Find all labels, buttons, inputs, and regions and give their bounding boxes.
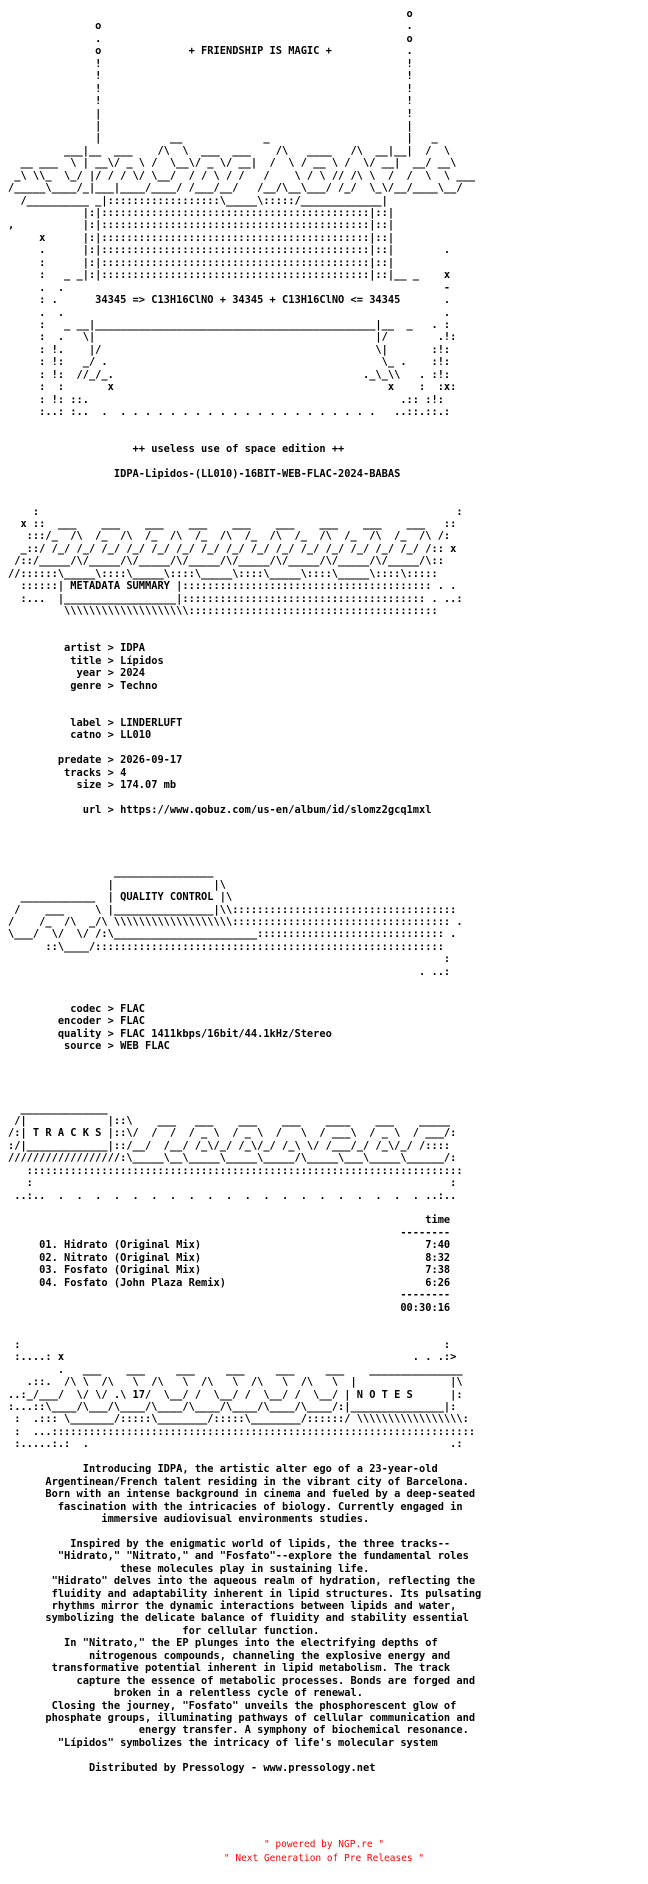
- nfo-text: o o . . o o + FRIENDSHIP IS MAGIC + .: [8, 8, 482, 1826]
- footer-powered-by: " powered by NGP.re ": [263, 1839, 385, 1850]
- footer-tagline: " Next Generation of Pre Releases ": [223, 1853, 425, 1864]
- footer: " powered by NGP.re " " Next Generation …: [0, 1838, 648, 1866]
